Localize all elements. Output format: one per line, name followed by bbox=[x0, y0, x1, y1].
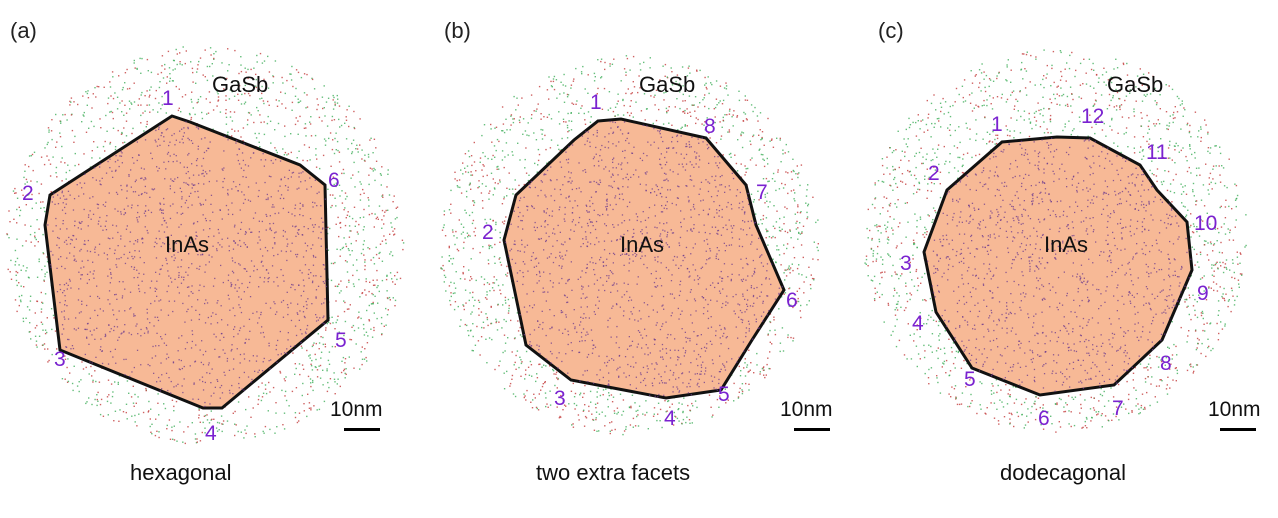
panel-b-facet-8: 8 bbox=[704, 115, 716, 138]
panel-b-facet-1: 1 bbox=[590, 91, 602, 114]
panel-b-facet-7: 7 bbox=[756, 181, 768, 204]
panel-b-caption: two extra facets bbox=[536, 460, 691, 485]
panel-b-scale-label: 10nm bbox=[780, 398, 833, 421]
panel-c: (c) GaSb InAs 1 2 3 4 5 6 7 8 9 10 11 12… bbox=[852, 0, 1278, 518]
panel-c-facet-5: 5 bbox=[964, 368, 976, 391]
panel-a-facet-2: 2 bbox=[22, 182, 34, 205]
panel-a: (a) GaSb InAs 1 2 3 4 5 6 10nm hexagonal bbox=[0, 0, 426, 518]
panel-b-facet-3: 3 bbox=[554, 387, 566, 410]
panel-c-caption: dodecagonal bbox=[1000, 460, 1127, 485]
panel-c-facet-7: 7 bbox=[1112, 397, 1124, 420]
panel-a-facet-4: 4 bbox=[205, 422, 217, 445]
panel-c-matrix-label: GaSb bbox=[1107, 72, 1164, 97]
panel-a-facet-3: 3 bbox=[54, 348, 66, 371]
panel-c-facet-2: 2 bbox=[928, 162, 940, 185]
panel-b: (b) GaSb InAs 1 2 3 4 5 6 7 8 10nm two e… bbox=[426, 0, 852, 518]
panel-b-scale-bar bbox=[794, 428, 830, 431]
panel-a-facet-5: 5 bbox=[335, 329, 347, 352]
panel-a-image bbox=[6, 46, 405, 445]
panel-c-facet-9: 9 bbox=[1197, 282, 1209, 305]
panel-c-core-dots bbox=[927, 137, 1192, 392]
panel-c-core bbox=[922, 135, 1194, 397]
panel-b-tag: (b) bbox=[444, 18, 471, 43]
panel-c-facet-10: 10 bbox=[1194, 212, 1218, 235]
panel-a-matrix-label: GaSb bbox=[212, 72, 269, 97]
panel-b-facet-5: 5 bbox=[718, 383, 730, 406]
panel-c-image bbox=[864, 49, 1247, 433]
panel-b-matrix-dots bbox=[440, 55, 819, 436]
panel-b-image bbox=[440, 55, 819, 436]
panel-a-scale-label: 10nm bbox=[330, 398, 383, 421]
panel-b-core-dots bbox=[504, 120, 783, 398]
panel-c-scale-label: 10nm bbox=[1208, 398, 1261, 421]
panel-c-facet-6: 6 bbox=[1038, 407, 1050, 430]
panel-c-facet-4: 4 bbox=[912, 312, 924, 335]
panel-a-caption: hexagonal bbox=[130, 460, 232, 485]
panel-c-facet-3: 3 bbox=[900, 252, 912, 275]
panel-a-facet-1: 1 bbox=[162, 87, 174, 110]
panel-a-tag: (a) bbox=[10, 18, 37, 43]
panel-c-facet-8: 8 bbox=[1160, 352, 1172, 375]
panel-a-scale-bar bbox=[344, 428, 380, 431]
panel-a-matrix-dots bbox=[6, 46, 405, 445]
panel-b-core bbox=[502, 117, 786, 400]
panel-b-facet-2: 2 bbox=[482, 221, 494, 244]
panel-c-facet-1: 1 bbox=[991, 113, 1003, 136]
panel-b-facet-6: 6 bbox=[786, 289, 798, 312]
panel-c-facet-11: 11 bbox=[1146, 141, 1168, 164]
panel-c-facet-12: 12 bbox=[1081, 105, 1105, 128]
panel-b-facet-4: 4 bbox=[664, 407, 676, 430]
panel-a-core-dots bbox=[47, 121, 328, 408]
panel-b-matrix-label: GaSb bbox=[639, 72, 696, 97]
panel-c-tag: (c) bbox=[878, 18, 904, 43]
panel-c-core-label: InAs bbox=[1044, 232, 1089, 257]
panel-a-core bbox=[43, 114, 330, 410]
panel-c-scale-bar bbox=[1220, 428, 1256, 431]
panel-a-facet-6: 6 bbox=[328, 169, 340, 192]
panel-a-core-label: InAs bbox=[165, 232, 210, 257]
panel-b-core-label: InAs bbox=[620, 232, 665, 257]
